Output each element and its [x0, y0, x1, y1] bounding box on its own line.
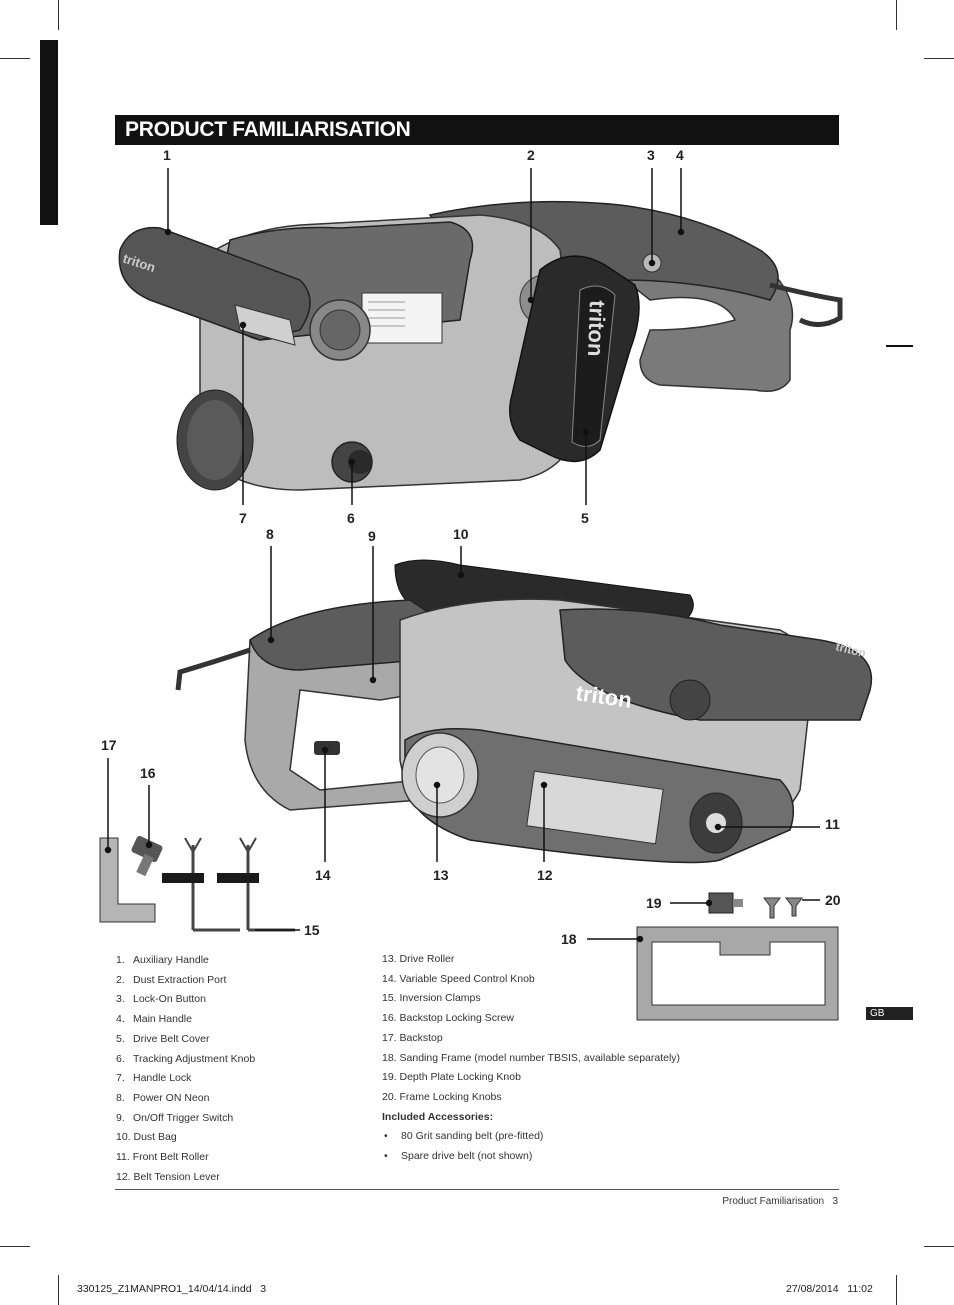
page-number: 3: [832, 1196, 838, 1207]
callout-number: 16: [140, 765, 156, 781]
list-item: 3. Lock-On Button: [116, 990, 255, 1010]
list-item: 6. Tracking Adjustment Knob: [116, 1050, 255, 1070]
bullet-item: • Spare drive belt (not shown): [382, 1147, 680, 1167]
belt-sander-top-view: triton triton: [118, 200, 843, 491]
callout-number: 13: [433, 867, 449, 883]
list-item: 8. Power ON Neon: [116, 1089, 255, 1109]
item-number: 3.: [116, 993, 125, 1006]
title-bar: PRODUCT FAMILIARISATION: [115, 115, 839, 145]
item-label: 11. Front Belt Roller: [116, 1151, 209, 1164]
list-item: 18. Sanding Frame (model number TBSIS, a…: [382, 1051, 681, 1064]
item-number: 1.: [116, 954, 125, 966]
slug-timestamp: 27/08/2014 11:02: [786, 1283, 873, 1295]
item-label: 12. Belt Tension Lever: [116, 1170, 220, 1183]
callout-number: 20: [825, 892, 841, 908]
bullet-icon: •: [384, 1150, 388, 1163]
list-item: 13. Drive Roller: [382, 953, 455, 965]
crop-mark: [896, 0, 897, 30]
triton-logo: triton: [583, 300, 610, 357]
item-number: 9.: [116, 1111, 125, 1124]
item-label: Tracking Adjustment Knob: [133, 1052, 256, 1065]
list-item: 15. Inversion Clamps: [382, 992, 481, 1005]
callout-number: 19: [646, 895, 662, 911]
callout-number: 2: [527, 147, 535, 163]
item-label: Handle Lock: [133, 1072, 192, 1085]
list-item: 20. Frame Locking Knobs: [382, 1090, 502, 1103]
crop-mark: [924, 58, 954, 59]
callout-number: 14: [315, 867, 331, 883]
slug-filename: 330125_Z1MANPRO1_14/04/14.indd 3: [77, 1283, 267, 1295]
item-number: 2.: [116, 973, 125, 986]
language-tab: GB: [866, 1007, 913, 1020]
parts-list-left: 1. Auxiliary Handle 2. Dust Extraction Por…: [116, 951, 255, 1187]
footer-section: Product Familiarisation: [722, 1196, 825, 1207]
callout-number: 3: [647, 147, 655, 163]
item-label: Drive Belt Cover: [133, 1032, 210, 1045]
inversion-clamp: [217, 837, 295, 932]
callout-number: 12: [537, 867, 553, 883]
heading-text: Included Accessories:: [382, 1110, 494, 1123]
list-item: 5. Drive Belt Cover: [116, 1030, 255, 1050]
list-item: 14. Variable Speed Control Knob: [382, 972, 535, 985]
callout-number: 9: [368, 528, 376, 544]
callout-number: 6: [347, 510, 355, 526]
bullet-text: 80 Grit sanding belt (pre-fitted): [401, 1130, 544, 1143]
included-accessories-heading: Included Accessories:: [382, 1108, 680, 1128]
callout-number: 5: [581, 510, 589, 526]
bullet-text: Spare drive belt (not shown): [401, 1150, 533, 1163]
callout-number: 8: [266, 526, 274, 542]
crop-mark: [58, 0, 59, 30]
item-label: 10. Dust Bag: [116, 1131, 177, 1144]
fold-mark: [886, 345, 913, 347]
callout-number: 4: [676, 147, 684, 163]
list-item: 4. Main Handle: [116, 1010, 255, 1030]
item-label: Dust Extraction Port: [133, 973, 227, 986]
list-item: 19. Depth Plate Locking Knob: [382, 1071, 521, 1084]
crop-mark: [924, 1246, 954, 1247]
item-label: Lock-On Button: [133, 993, 206, 1006]
callout-number: 10: [453, 526, 469, 542]
callout-number: 17: [101, 737, 117, 753]
list-item: 11. Front Belt Roller: [116, 1148, 255, 1168]
list-item: 17. Backstop: [382, 1031, 443, 1044]
list-item: 9. On/Off Trigger Switch: [116, 1109, 255, 1129]
page-footer: Product Familiarisation 3: [722, 1196, 838, 1207]
list-item: 1. Auxiliary Handle: [116, 951, 255, 971]
item-number: 6.: [116, 1052, 125, 1065]
item-label: Auxiliary Handle: [133, 954, 209, 966]
inversion-clamp: [162, 837, 240, 932]
callout-number: 15: [304, 922, 320, 938]
bullet-icon: •: [384, 1130, 388, 1143]
callout-number: 11: [825, 816, 840, 832]
list-item: 12. Belt Tension Lever: [116, 1168, 255, 1188]
footer-divider: [115, 1189, 839, 1190]
callout-leaders: [104, 168, 820, 943]
page-title: PRODUCT FAMILIARISATION: [125, 118, 411, 141]
accessories: [99, 835, 839, 1021]
item-number: 5.: [116, 1032, 125, 1045]
item-number: 4.: [116, 1013, 125, 1026]
callout-number: 18: [561, 931, 577, 947]
list-item: 16. Backstop Locking Screw: [382, 1012, 514, 1025]
item-number: 8.: [116, 1091, 125, 1104]
bullet-item: • 80 Grit sanding belt (pre-fitted): [382, 1127, 680, 1147]
item-label: Power ON Neon: [133, 1091, 210, 1104]
parts-list-right: 13. Drive Roller 14. Variable Speed Cont…: [382, 950, 680, 1167]
belt-sander-underside-view: triton triton: [175, 559, 873, 864]
item-number: 7.: [116, 1072, 125, 1085]
list-item: 2. Dust Extraction Port: [116, 971, 255, 991]
list-item: 7. Handle Lock: [116, 1069, 255, 1089]
callout-number: 7: [239, 510, 247, 526]
item-label: Main Handle: [133, 1013, 192, 1026]
section-side-bar: [40, 40, 58, 225]
callout-number: 1: [163, 147, 171, 163]
crop-mark: [58, 1275, 59, 1305]
list-item: 10. Dust Bag: [116, 1128, 255, 1148]
crop-mark: [0, 58, 30, 59]
crop-mark: [896, 1275, 897, 1305]
crop-mark: [0, 1246, 30, 1247]
item-label: On/Off Trigger Switch: [133, 1111, 234, 1124]
